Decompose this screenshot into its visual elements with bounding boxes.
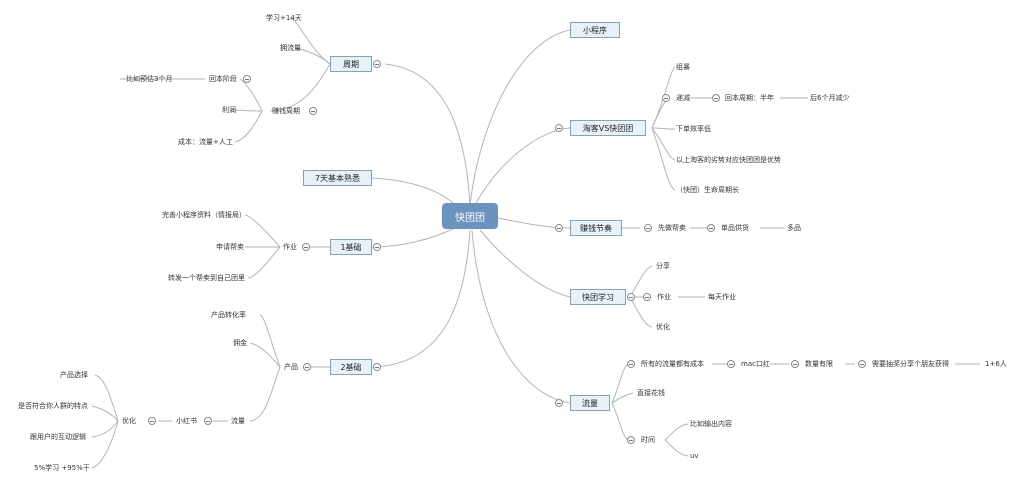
basic2-xhs[interactable]: 小红书 [176,417,197,425]
traffic-direct[interactable]: 直接花钱 [637,389,665,397]
basic2-o4[interactable]: 5%学习 +95%干 [34,464,90,472]
vs-advantage[interactable]: 以上淘客的劣势对应快团团是优势 [676,156,781,164]
topic-traffic[interactable]: 流量 [570,395,610,411]
traffic-mac[interactable]: mac口红 [741,360,770,368]
center-topic[interactable]: 快团团 [442,203,498,229]
basic2-product[interactable]: 产品 [284,363,298,371]
basic1-w1[interactable]: 完善小程序资料（情报局） [162,211,246,219]
earn-profit[interactable]: 利润 [222,106,236,114]
cycle-traffic[interactable]: 拥流量 [280,44,301,52]
collapse-need-icon[interactable] [858,360,866,368]
learn-share[interactable]: 分享 [656,262,670,270]
link-center-mini [469,29,571,206]
basic1-w3[interactable]: 转发一个帮卖到自己团里 [168,274,245,282]
collapse-basic2-icon[interactable] [373,363,381,371]
traffic-limited[interactable]: 数量有限 [805,360,833,368]
learn-optimize[interactable]: 优化 [656,323,670,331]
collapse-basic1-icon[interactable] [373,243,381,251]
collapse-cost-icon[interactable] [627,360,635,368]
link-center-cycle [384,63,471,206]
link-center-learn [479,229,571,298]
basic2-o3[interactable]: 跟用户的互动逻辑 [30,433,86,441]
earn-stage[interactable]: 回本阶段 [209,75,237,83]
traffic-uv[interactable]: uv [690,452,699,460]
cycle-study[interactable]: 学习+14天 [266,14,302,22]
traffic-cost[interactable]: 所有的流量都有成本 [641,360,704,368]
rhythm-help[interactable]: 先做帮卖 [658,224,686,232]
collapse-stage-icon[interactable] [243,75,251,83]
earn-example[interactable]: 比如预估3个月 [126,75,173,83]
cycle-earn[interactable]: 赚钱周期 [272,107,300,115]
collapse-learn-icon[interactable] [627,293,635,301]
collapse-work1-icon[interactable] [302,243,310,251]
basic2-optimize[interactable]: 优化 [122,417,136,425]
vs-after[interactable]: 后6个月减少 [810,94,850,102]
link-center-traffic [471,229,571,404]
collapse-single-icon[interactable] [707,224,715,232]
collapse-traffic-icon[interactable] [555,399,563,407]
basic2-commission[interactable]: 佣金 [233,339,247,347]
basic2-o1[interactable]: 产品选择 [60,371,88,379]
traffic-ratio[interactable]: 1+6人 [985,360,1007,368]
link-center-basic2 [371,229,471,368]
traffic-output[interactable]: 比如输出内容 [690,420,732,428]
collapse-help-icon[interactable] [644,224,652,232]
collapse-vs-icon[interactable] [555,124,563,132]
basic1-work[interactable]: 作业 [283,243,297,251]
vs-group[interactable]: 组暴 [676,63,690,71]
topic-basic1[interactable]: 1基础 [330,239,372,255]
topic-rhythm[interactable]: 赚钱节奏 [570,220,622,236]
rhythm-single[interactable]: 单品供货 [721,224,749,232]
traffic-need[interactable]: 需要抽奖分享个朋友获得 [872,360,949,368]
learn-daily[interactable]: 每天作业 [708,293,736,301]
basic1-w2[interactable]: 申请帮卖 [216,243,244,251]
collapse-learn-work-icon[interactable] [643,293,651,301]
topic-cycle[interactable]: 周期 [330,56,372,72]
vs-decline[interactable]: 递减 [676,94,690,102]
collapse-mac-icon[interactable] [727,360,735,368]
collapse-cycle-icon[interactable] [373,60,381,68]
collapse-limited-icon[interactable] [791,360,799,368]
vs-low-order[interactable]: 下单效率低 [676,125,711,133]
collapse-rhythm-icon[interactable] [555,224,563,232]
collapse-xhs-icon[interactable] [148,417,156,425]
link-center-vs [474,127,571,206]
learn-work[interactable]: 作业 [657,293,671,301]
link-center-7days [371,177,456,206]
collapse-flow-icon[interactable] [204,417,212,425]
vs-lifecycle[interactable]: （快团）生命周期长 [676,186,739,194]
topic-mini-program[interactable]: 小程序 [570,22,620,38]
traffic-time[interactable]: 时间 [641,436,655,444]
collapse-earn-icon[interactable] [309,107,317,115]
topic-learn[interactable]: 快团学习 [570,289,626,305]
collapse-decline-icon[interactable] [662,94,670,102]
vs-payback[interactable]: 回本周期：半年 [725,94,774,102]
earn-cost[interactable]: 成本：流量+人工 [178,138,233,146]
basic2-o2[interactable]: 是否符合你人群的特点 [18,402,88,410]
collapse-time-icon[interactable] [627,436,635,444]
collapse-payback-icon[interactable] [712,94,720,102]
collapse-product-icon[interactable] [303,363,311,371]
basic2-conversion[interactable]: 产品转化率 [211,311,246,319]
topic-7days[interactable]: 7天基本熟悉 [303,170,372,186]
topic-basic2[interactable]: 2基础 [330,359,372,375]
rhythm-multi[interactable]: 多品 [787,224,801,232]
topic-vs[interactable]: 淘客VS快团团 [570,120,646,136]
link-center-basic1 [371,227,456,248]
basic2-flow[interactable]: 流量 [231,417,245,425]
link-center-rhythm [497,217,571,229]
